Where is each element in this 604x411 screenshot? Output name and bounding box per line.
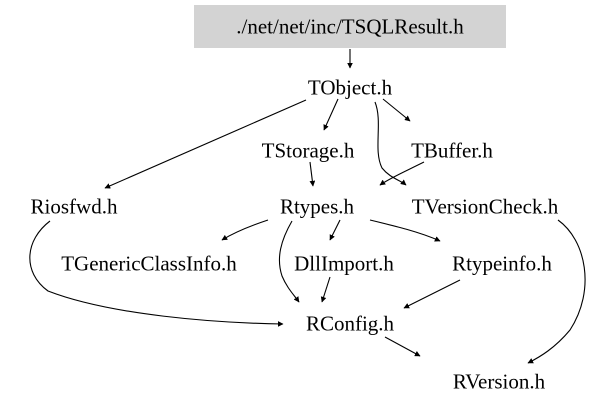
edge-rtypeinfo-to-rconfig [403, 279, 461, 309]
edge-rtypes-to-rtypeinfo [369, 219, 441, 242]
edge-dllimport-to-rconfig [320, 276, 331, 303]
node-tstorage[interactable]: TStorage.h [261, 138, 355, 163]
edge-tobject-to-riosfwd [104, 99, 307, 189]
edge-tobject-to-tstorage [323, 98, 339, 131]
node-rtypes[interactable]: Rtypes.h [279, 194, 355, 219]
edge-riosfwd-to-rconfig [29, 220, 284, 327]
node-riosfwd[interactable]: Riosfwd.h [30, 194, 118, 219]
node-rversion[interactable]: RVersion.h [452, 369, 546, 394]
root-node-box[interactable] [194, 5, 506, 48]
node-tbuffer[interactable]: TBuffer.h [411, 138, 493, 163]
root-node-label: ./net/net/inc/TSQLResult.h [236, 14, 464, 39]
node-rtypeinfo[interactable]: Rtypeinfo.h [452, 251, 552, 276]
node-dllimport[interactable]: DllImport.h [294, 251, 394, 276]
edge-rconfig-to-rversion [384, 336, 421, 357]
node-tgenericclassinfo[interactable]: TGenericClassInfo.h [61, 251, 237, 276]
edge-tobject-to-tversioncheck [374, 101, 407, 186]
node-tversioncheck[interactable]: TVersionCheck.h [411, 194, 559, 219]
edge-tstorage-to-rtypes [309, 161, 316, 187]
edge-tobject-to-tbuffer [382, 98, 411, 122]
edge-rtypes-to-tgenericclassinfo [221, 219, 269, 241]
edge-rtypes-to-dllimport [329, 219, 341, 241]
node-rconfig[interactable]: RConfig.h [305, 311, 395, 336]
edge-tversioncheck-to-rversion [527, 219, 586, 364]
edge-tbuffer-to-rtypes [379, 161, 425, 186]
node-tobject[interactable]: TObject.h [307, 75, 393, 100]
edge-rtypes-to-rconfig [278, 220, 300, 303]
